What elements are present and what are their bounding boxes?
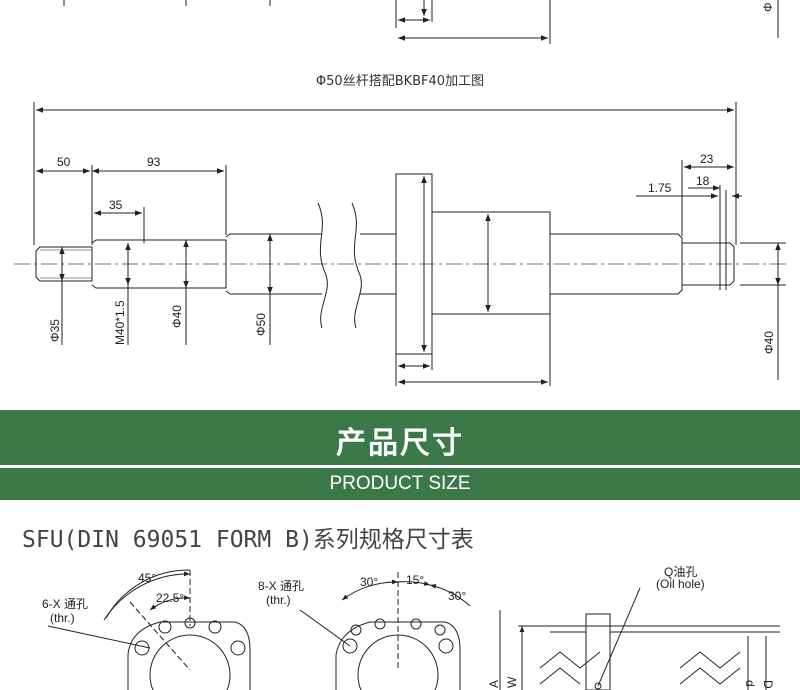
drawing-caption: Φ50丝杆搭配BKBF40加工图 [315, 74, 485, 89]
banner-divider [0, 465, 800, 468]
dim-93: 93 [147, 155, 161, 169]
label-phi35: Φ35 [48, 319, 62, 342]
label-m40: M40*1.5 [113, 300, 127, 345]
mid-hole-label: 8-X 通孔 [258, 579, 304, 593]
product-size-subbanner: PRODUCT SIZE [0, 468, 800, 500]
left-flange-view [47, 569, 251, 690]
label-phi40-left: Φ40 [170, 305, 184, 328]
mid-angle-30a: 30° [360, 575, 378, 589]
sfu-nut-drawing: 6-X 通孔 (thr.) 45° 22.5° 8-X 通孔 (thr.) 30… [42, 565, 780, 690]
side-letter-d: d [743, 680, 757, 687]
series-title: SFU(DIN 69051 FORM B)系列规格尺寸表 [22, 527, 474, 553]
side-section-view [499, 587, 780, 690]
mid-angle-30b: 30° [448, 589, 466, 603]
left-hole-sub: (thr.) [50, 611, 75, 625]
middle-flange-view [299, 572, 471, 690]
previous-drawing-fragment [63, 0, 779, 44]
mid-angle-15: 15° [406, 573, 424, 587]
dim-50: 50 [57, 155, 71, 169]
banner-title: 产品尺寸 [336, 426, 464, 461]
side-letter-a: A [487, 680, 501, 688]
shaft-drawing: Φ 50 93 35 23 1.75 18 [14, 0, 790, 386]
mid-hole-sub: (thr.) [266, 593, 291, 607]
product-size-banner: 产品尺寸 [0, 410, 800, 465]
top-right-fragment-label: Φ [761, 2, 775, 12]
dim-18: 18 [696, 174, 710, 188]
side-letter-D: D [761, 680, 775, 689]
left-angle-22-5: 22.5° [156, 591, 184, 605]
banner-subtitle: PRODUCT SIZE [329, 473, 471, 494]
dim-23: 23 [700, 152, 714, 166]
dim-35: 35 [109, 198, 123, 212]
shaft-outline [35, 173, 735, 355]
left-angle-45: 45° [138, 571, 156, 585]
label-phi40-right: Φ40 [762, 331, 776, 354]
label-phi50: Φ50 [254, 313, 268, 336]
side-letter-w: W [505, 676, 519, 688]
left-hole-label: 6-X 通孔 [42, 597, 88, 611]
oil-hole-sub: (Oil hole) [656, 577, 705, 591]
oil-hole-label: Q油孔 [664, 565, 697, 579]
dim-1-75: 1.75 [648, 181, 672, 195]
